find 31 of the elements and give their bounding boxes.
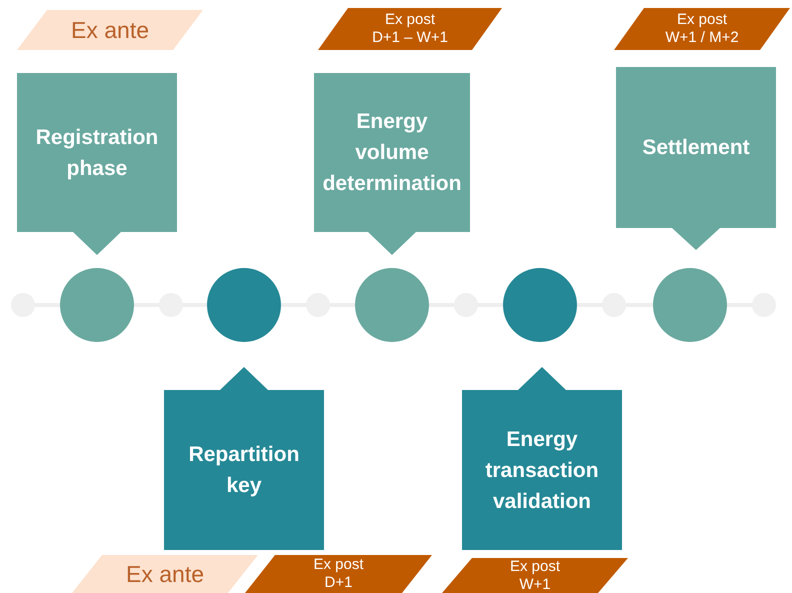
tag-label: Ex ante (126, 561, 204, 587)
tag-label: W+1 (519, 576, 551, 593)
timeline-circle (355, 268, 429, 342)
tag-label: Ex post (384, 11, 436, 29)
tag-label: D+1 – W+1 (372, 29, 448, 47)
tag-label: Ex ante (71, 17, 149, 43)
tag-label: D+1 (324, 574, 352, 592)
tag-label: Ex post (676, 11, 728, 29)
step-label: Settlement (642, 135, 750, 161)
callout-box (616, 67, 776, 250)
tag-label: Ex post (313, 556, 364, 574)
step-label: Registration phase (34, 124, 160, 182)
timeline-circle (207, 268, 281, 342)
step-label: Energy transaction validation (484, 426, 600, 514)
phase-tag (245, 555, 432, 593)
phase-tag (17, 10, 203, 50)
callout-box (164, 367, 324, 550)
step-label: Energy volume determination (322, 109, 462, 197)
phase-tag (72, 555, 258, 593)
callout-box (17, 73, 177, 255)
step-label: Repartition key (188, 442, 300, 499)
tag-label: W+1 / M+2 (665, 29, 739, 47)
phase-tag (442, 558, 628, 593)
callout-box (314, 73, 470, 255)
tag-label: Ex post (510, 558, 560, 576)
callout-box (462, 367, 622, 550)
phase-tag (614, 8, 790, 50)
phase-tag (318, 8, 502, 50)
timeline-circle (503, 268, 577, 342)
timeline-circle (653, 268, 727, 342)
timeline-circle (60, 268, 134, 342)
